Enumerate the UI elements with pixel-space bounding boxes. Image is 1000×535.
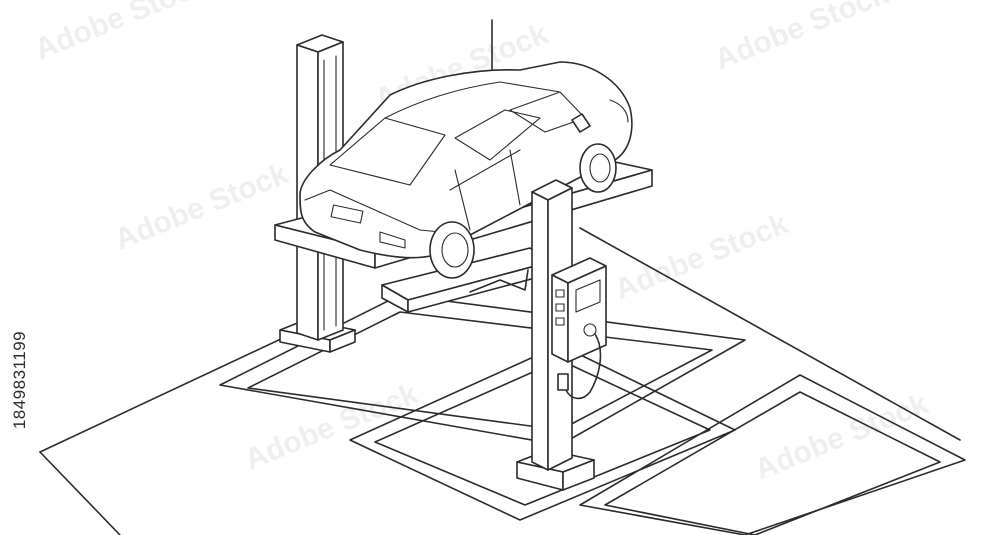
watermark-text: Adobe Stock <box>710 0 893 76</box>
watermark-text: Adobe Stock <box>610 207 793 306</box>
control-panel-box <box>551 257 607 400</box>
floor-lines <box>39 19 961 535</box>
car-on-lift <box>299 61 633 279</box>
watermark-text: Adobe Stock <box>30 0 213 66</box>
stock-id-text: 1849831199 <box>10 330 30 430</box>
stock-id-label: 1849831199 <box>8 290 32 470</box>
watermark-text: Adobe Stock <box>110 157 293 256</box>
watermark-text: Adobe Stock <box>750 387 933 486</box>
